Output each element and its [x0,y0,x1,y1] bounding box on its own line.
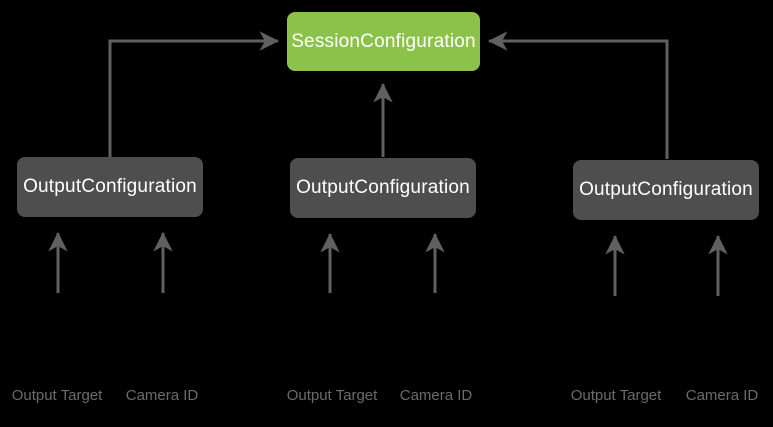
output-target-label-3: Output Target [570,387,662,404]
arrow-output3-to-session [488,31,669,159]
output-configuration-node-3: OutputConfiguration [573,160,759,220]
output-configuration-node-1: OutputConfiguration [17,157,203,217]
camera-id-label-2: Camera ID [399,387,473,404]
arrow-output1-to-session [108,31,279,157]
output-target-label-2: Output Target [286,387,378,404]
output-target-label-1: Output Target [11,387,103,404]
session-configuration-node: SessionConfiguration [287,12,480,71]
output-configuration-node-2: OutputConfiguration [290,158,476,218]
camera-id-label-1: Camera ID [125,387,199,404]
camera-id-label-3: Camera ID [685,387,759,404]
